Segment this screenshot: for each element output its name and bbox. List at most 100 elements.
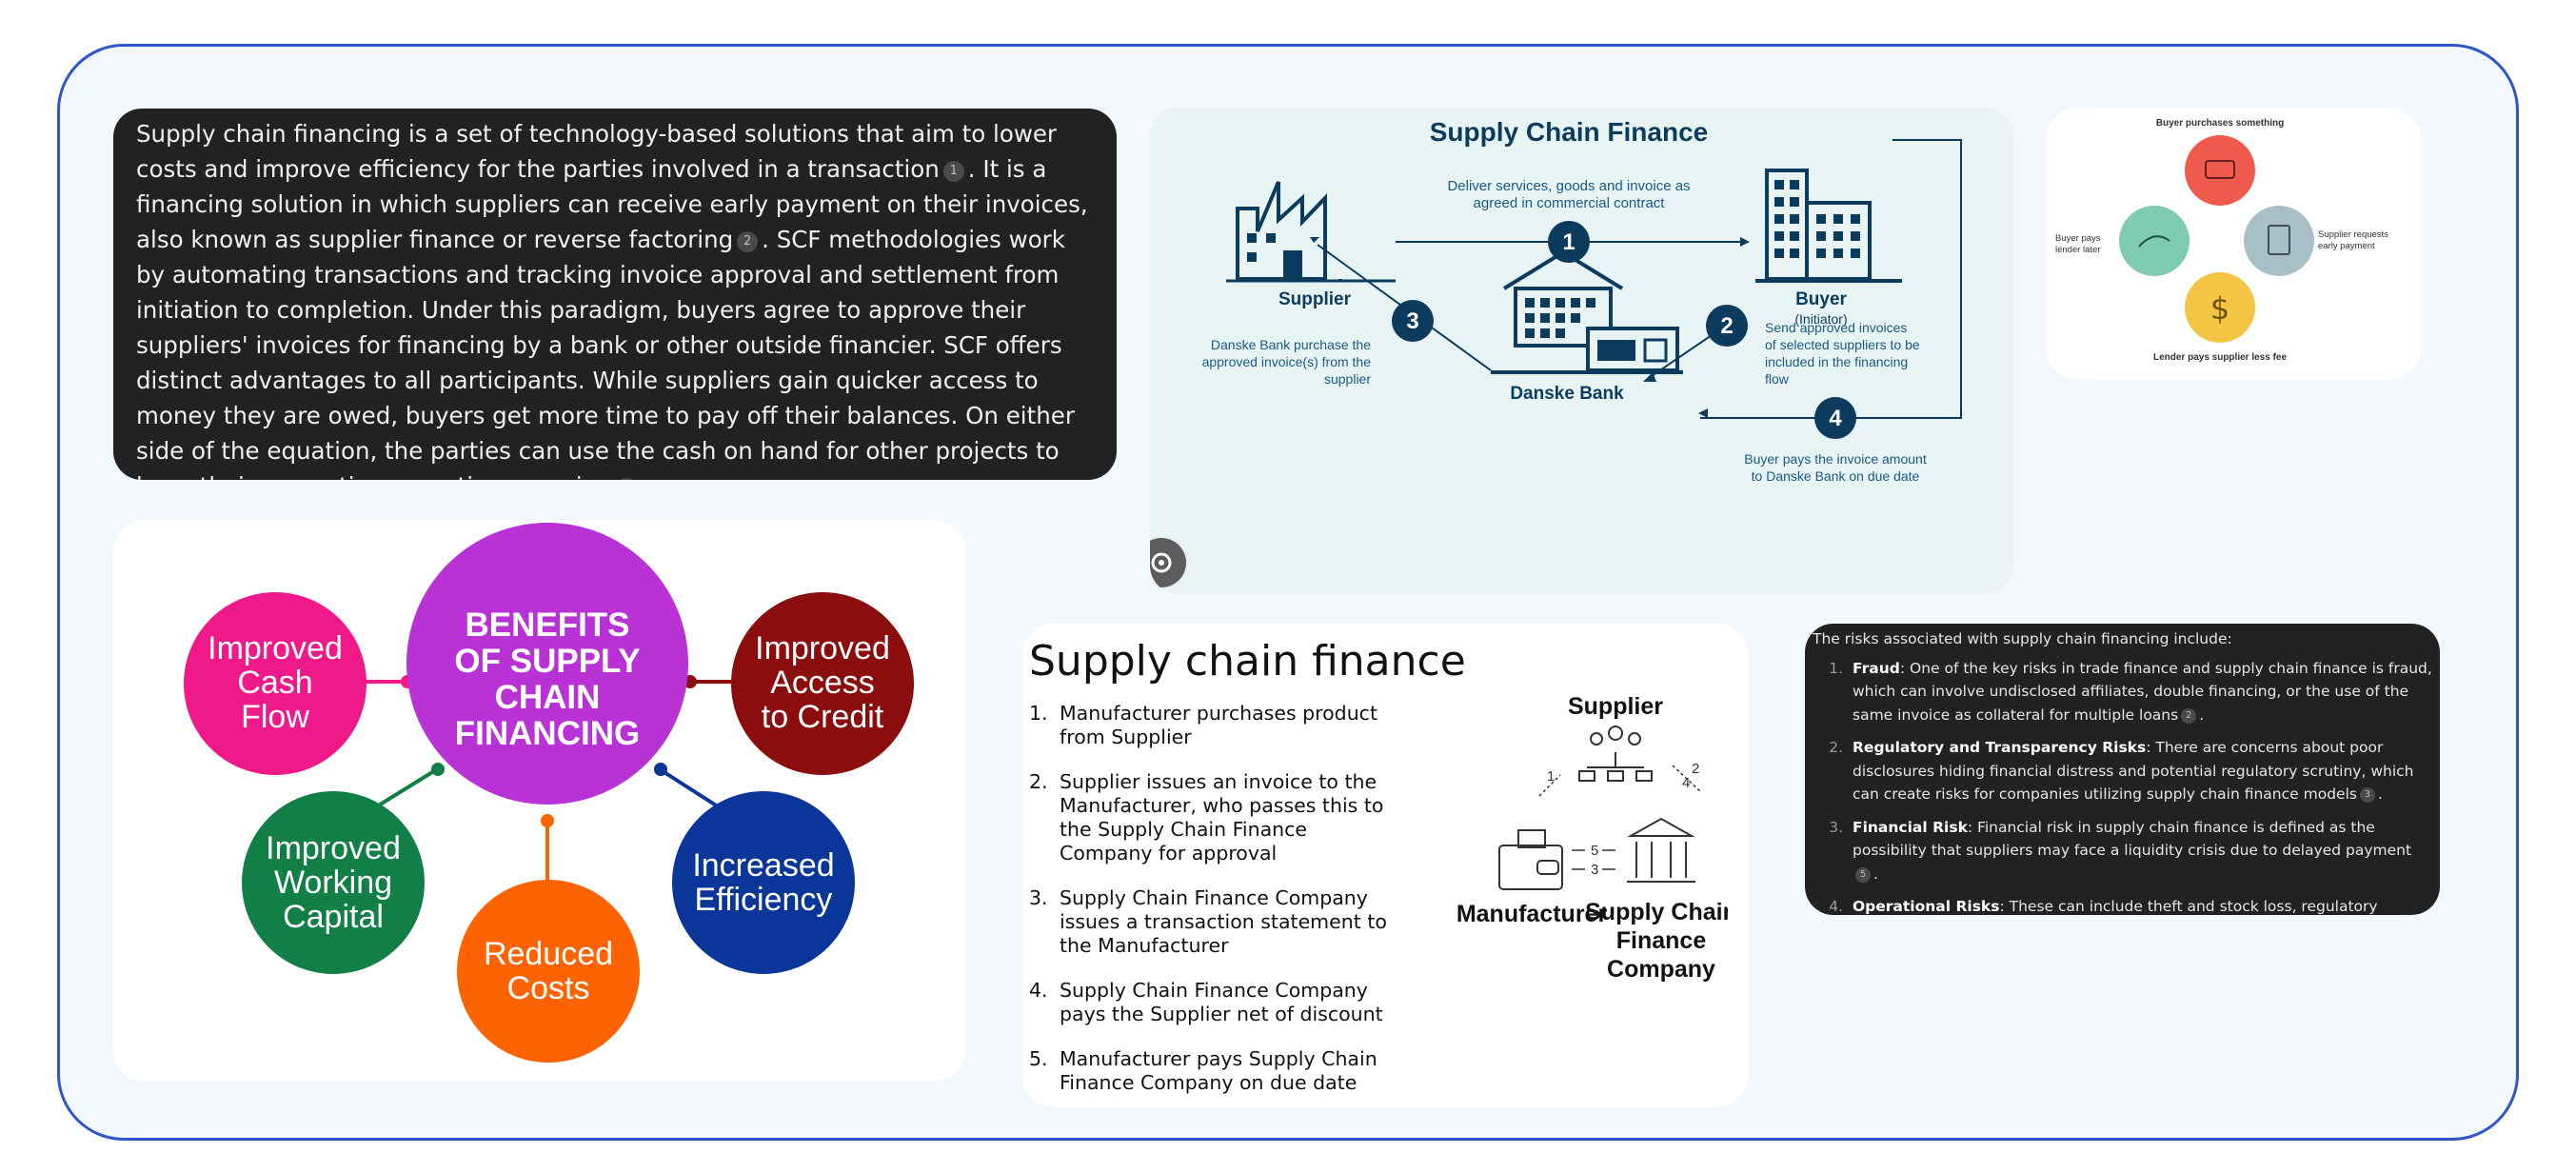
step-badge	[1392, 300, 1434, 342]
list-item: 1.Manufacturer purchases product from Su…	[1029, 702, 1377, 748]
cycle-node-purchase	[2185, 135, 2255, 206]
citation-badge[interactable]: 3	[2359, 787, 2375, 803]
cycle-caption: Supplier requests	[2318, 229, 2388, 240]
step-caption: Danske Bank purchase the	[1211, 337, 1371, 352]
list-item: 3.Supply Chain Finance Company issues a …	[1029, 886, 1387, 957]
intro-text: .	[641, 472, 648, 480]
supplier-network-icon	[1578, 726, 1653, 782]
citation-badge[interactable]: 2	[2181, 707, 2197, 724]
citation-badge[interactable]: 2	[737, 231, 759, 252]
cycle-diagram: Buyer purchases something $ Supplier req…	[2055, 118, 2388, 363]
cycle-node-request	[2244, 206, 2314, 276]
cycle-caption: early payment	[2318, 241, 2375, 251]
cycle-node-lender	[2185, 272, 2255, 343]
step-caption: to Danske Bank on due date	[1752, 468, 1920, 484]
flow-number: 5	[1591, 843, 1598, 859]
bank-icon	[1627, 817, 1695, 883]
flow-number: 4	[1682, 775, 1690, 791]
intro-text-card: Supply chain financing is a set of techn…	[113, 109, 1117, 480]
benefit-node-efficiency	[672, 791, 855, 974]
truck-icon	[2205, 160, 2235, 179]
steps-card: Supply chain finance 1.Manufacturer purc…	[1021, 624, 1749, 1107]
list-item: 3.Financial Risk: Financial risk in supp…	[1829, 818, 2412, 883]
manufacturer-label: Manufacturer	[1456, 901, 1608, 927]
step-caption: agreed in commercial contract	[1474, 195, 1666, 211]
benefit-label: Efficiency	[695, 882, 833, 918]
step-caption: Deliver services, goods and invoice as	[1447, 178, 1690, 194]
flow-number: 1	[1547, 768, 1555, 785]
benefit-label: Capital	[283, 899, 384, 935]
cycle-diagram-card: Buyer purchases something $ Supplier req…	[2046, 108, 2421, 380]
benefits-diagram: BENEFITS OF SUPPLY CHAIN FINANCING Impro…	[184, 523, 914, 1063]
center-label: FINANCING	[455, 715, 640, 752]
flow-number: 3	[1591, 862, 1598, 878]
list-item: 4.Supply Chain Finance Company pays the …	[1029, 979, 1383, 1025]
step-number: 3	[1406, 308, 1418, 334]
benefit-label: Cash	[237, 665, 312, 701]
cycle-caption: Lender pays supplier less fee	[2153, 352, 2287, 363]
list-item: 4.Operational Risks: These can include t…	[1813, 895, 2432, 915]
bank-icon	[1491, 249, 1683, 374]
scfc-label: Company	[1607, 956, 1715, 983]
benefit-label: Reduced	[484, 936, 613, 972]
benefit-label: Improved	[755, 630, 890, 666]
factory-icon	[1226, 181, 1396, 283]
step-caption: approved invoice(s) from the	[1202, 354, 1372, 369]
scf-diagram: Supply Chain Finance Supplier Buyer	[1150, 117, 1962, 587]
benefits-center-node	[406, 523, 688, 805]
center-label: BENEFITS	[465, 606, 629, 644]
buyer-label: Buyer	[1795, 289, 1847, 309]
supplier-label: Supplier	[1568, 693, 1663, 720]
citation-badge[interactable]: 5	[1855, 866, 1871, 883]
benefit-node-cash-flow	[184, 592, 367, 775]
benefit-label: Improved	[208, 630, 343, 666]
list-item: 5.Manufacturer pays Supply Chain Finance…	[1029, 1047, 1377, 1094]
citation-badge[interactable]: 1	[615, 478, 637, 480]
benefit-label: Working	[274, 865, 392, 901]
cycle-caption: Buyer pays	[2055, 233, 2101, 244]
building-icon	[1755, 169, 1902, 283]
invoice-icon	[2268, 225, 2290, 255]
benefit-label: Costs	[507, 970, 590, 1006]
steps-title: Supply chain finance	[1029, 637, 1466, 686]
cycle-caption: Buyer purchases something	[2156, 118, 2284, 129]
cycle-node-repay	[2119, 206, 2190, 276]
step-caption: Buyer pays the invoice amount	[1744, 451, 1927, 467]
risks-intro: The risks associated with supply chain f…	[1813, 630, 2232, 647]
step-caption: supplier	[1324, 371, 1371, 387]
lens-icon[interactable]	[1150, 538, 1186, 587]
scfc-label: Supply Chain	[1585, 899, 1728, 925]
step-caption: included in the financing	[1765, 354, 1908, 369]
benefits-diagram-card: BENEFITS OF SUPPLY CHAIN FINANCING Impro…	[113, 520, 966, 1082]
benefit-node-working-capital	[242, 791, 425, 974]
supplier-label: Supplier	[1278, 289, 1352, 309]
intro-text: . It is a financing solution in which su…	[136, 155, 1088, 253]
step-number: 4	[1829, 406, 1842, 431]
intro-text: . SCF methodologies work by automating t…	[136, 226, 1075, 480]
step-number: 2	[1720, 313, 1733, 339]
benefit-label: Access	[770, 665, 875, 701]
handshake-icon	[2138, 235, 2170, 248]
center-label: CHAIN	[495, 679, 601, 716]
risks-card: The risks associated with supply chain f…	[1805, 624, 2440, 915]
step-caption: of selected suppliers to be	[1765, 337, 1920, 352]
risks-list: 1.Fraud: One of the key risks in trade f…	[1813, 657, 2432, 916]
scf-diagram-title: Supply Chain Finance	[1430, 117, 1708, 147]
benefit-node-costs	[457, 880, 640, 1063]
steps-diagram: Supplier 1 2 4 5 3 Manufacturer Supply C…	[1456, 693, 1728, 983]
bank-label: Danske Bank	[1510, 384, 1624, 404]
step-caption: flow	[1765, 371, 1790, 387]
intro-text: Supply chain financing is a set of techn…	[136, 120, 1057, 183]
step-caption: Send approved invoices	[1765, 320, 1907, 335]
list-item: 2.Supplier issues an invoice to the Manu…	[1029, 770, 1384, 865]
wallet-icon	[1498, 829, 1563, 890]
scf-diagram-card: Supply Chain Finance Supplier Buyer	[1150, 108, 2013, 594]
step-number: 1	[1562, 229, 1575, 255]
step-badge	[1548, 221, 1590, 263]
step-badge	[1814, 397, 1856, 439]
benefit-label: to Credit	[762, 699, 884, 735]
scfc-label: Finance	[1616, 927, 1707, 954]
flow-number: 2	[1692, 761, 1699, 777]
steps-list: 1.Manufacturer purchases product from Su…	[1029, 702, 1391, 1107]
citation-badge[interactable]: 1	[942, 161, 964, 182]
